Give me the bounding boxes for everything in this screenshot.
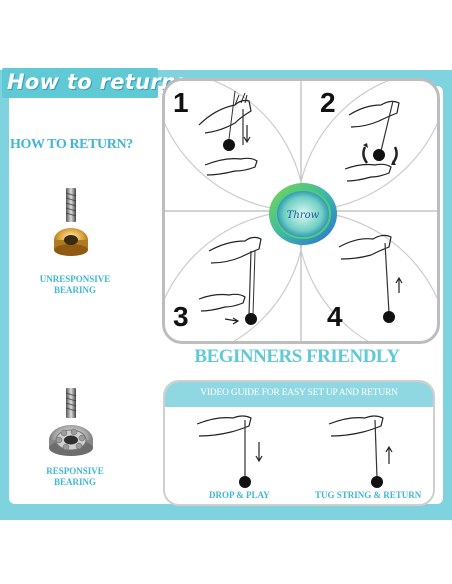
- unresponsive-bearing-label: UNRESPONSIVE BEARING: [20, 274, 130, 296]
- responsive-bearing-image: [49, 388, 93, 456]
- unresponsive-bearing-image: [54, 188, 88, 256]
- step-1-hand-drop-icon: [198, 90, 258, 176]
- drop-play-label: DROP & PLAY: [209, 490, 270, 500]
- step-number-4: 4: [327, 301, 343, 332]
- drop-play-illustration: [196, 415, 263, 488]
- steps-panel: 1 2 3 4: [162, 78, 440, 344]
- responsive-label-line-2: BEARING: [53, 477, 96, 487]
- video-guide-header-text: VIDEO GUIDE FOR EASY SET UP AND RETURN: [200, 388, 398, 398]
- step-number-2: 2: [320, 87, 336, 118]
- page-title: How to return:: [7, 70, 185, 94]
- title-underline: [16, 96, 156, 100]
- video-guide-header: VIDEO GUIDE FOR EASY SET UP AND RETURN: [165, 382, 433, 407]
- tug-string-return-label: TUG STRING & RETURN: [315, 490, 422, 500]
- step-2-hand-spin-icon: [344, 100, 400, 182]
- yoyo-product-image: Throw: [269, 183, 337, 245]
- how-to-return-heading: HOW TO RETURN?: [10, 137, 133, 152]
- responsive-label-line-1: RESPONSIVE: [46, 466, 104, 476]
- title-banner: How to return:: [2, 68, 185, 100]
- unresponsive-label-line-2: BEARING: [53, 285, 96, 295]
- step-4-return-icon: [338, 234, 403, 323]
- tug-return-illustration: [328, 415, 393, 488]
- step-number-1: 1: [173, 87, 189, 118]
- beginners-friendly-heading: BEGINNERS FRIENDLY: [194, 346, 400, 367]
- left-edge-tab-lower: [0, 418, 8, 498]
- yoyo-logo-text: Throw: [287, 210, 320, 221]
- step-number-3: 3: [173, 301, 189, 332]
- step-3-throw-icon: [198, 236, 262, 325]
- unresponsive-label-line-1: UNRESPONSIVE: [39, 274, 111, 284]
- right-edge-tab: [444, 262, 452, 412]
- video-guide-panel: VIDEO GUIDE FOR EASY SET UP AND RETURN D…: [163, 380, 435, 506]
- responsive-bearing-label: RESPONSIVE BEARING: [20, 466, 130, 488]
- left-edge-tab: [0, 170, 8, 270]
